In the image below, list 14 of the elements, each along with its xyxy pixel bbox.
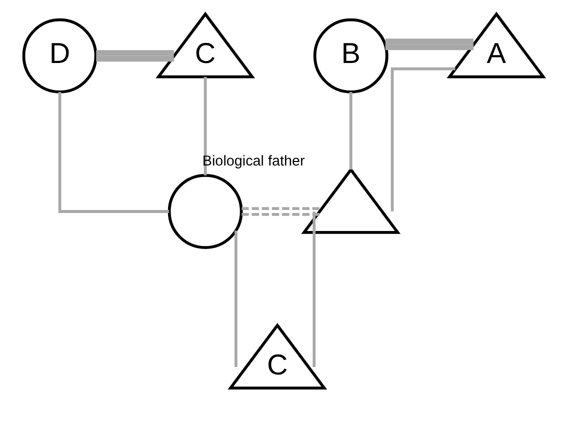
- connector: [58, 92, 168, 213]
- connector: [312, 212, 316, 367]
- node-circle: D: [22, 18, 97, 94]
- node-circle: [167, 174, 242, 249]
- connector: [234, 230, 237, 368]
- connector: [390, 67, 455, 212]
- connector: [384, 38, 473, 50]
- connector: [96, 50, 174, 62]
- connector: [241, 207, 319, 216]
- connector: [348, 92, 352, 170]
- node-triangle: [300, 167, 400, 234]
- node-label: Biological father: [202, 153, 304, 170]
- connector: [203, 76, 206, 176]
- node-circle: B: [312, 18, 388, 94]
